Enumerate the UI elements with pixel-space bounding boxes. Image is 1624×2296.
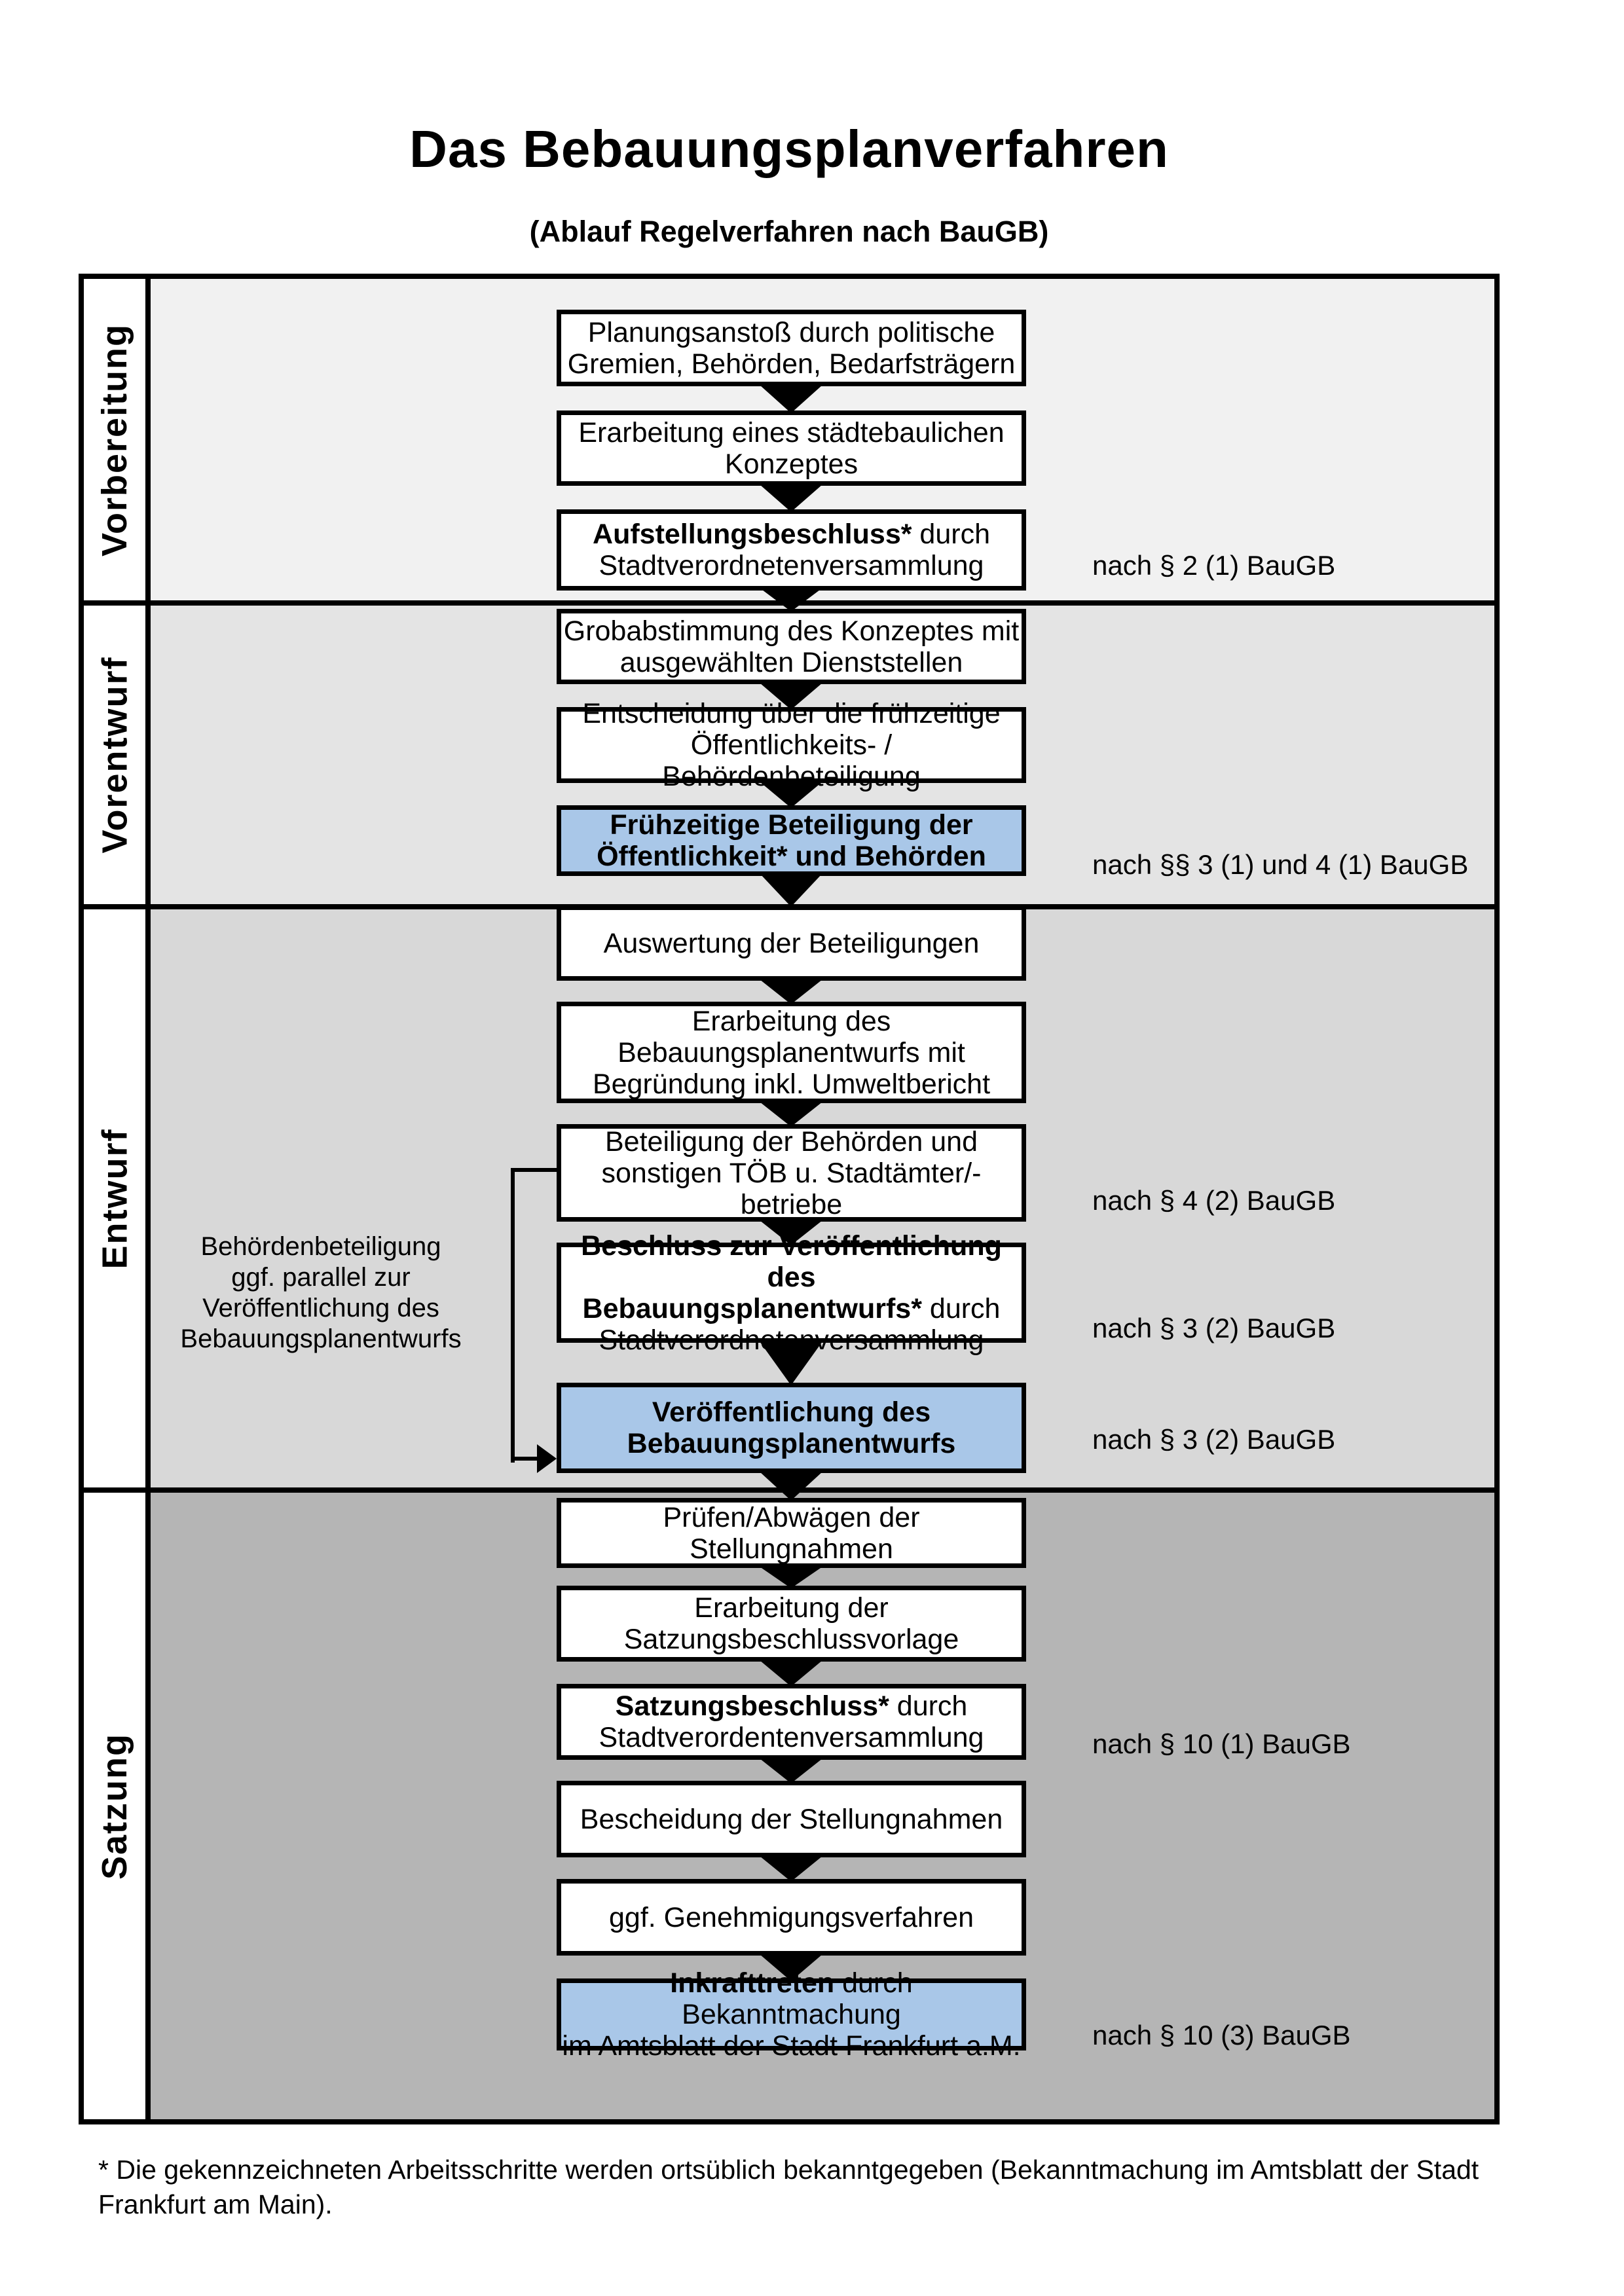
legal-ref-veroeffentlichung: nach § 3 (2) BauGB <box>1092 1424 1336 1455</box>
arrow-down-icon <box>760 1567 822 1588</box>
flow-step-veroeffentlichung: Veröffentlichung des Bebauungsplanentwur… <box>557 1383 1026 1473</box>
flow-step-text: Bebauungsplanentwurfs mit <box>618 1036 965 1068</box>
arrow-down-icon <box>760 1102 822 1127</box>
legal-ref-veroeffentlichungsbeschluss: nach § 3 (2) BauGB <box>1092 1313 1336 1343</box>
flow-step-text: Beschluss zur Veröffentlichung des <box>581 1230 1002 1293</box>
flow-step-text: ausgewählten Dienststellen <box>619 646 963 678</box>
flow-step-behoerdenbeteiligung: Beteiligung der Behörden und sonstigen T… <box>557 1124 1026 1222</box>
section-label-cell-vorbereitung: Vorbereitung <box>84 279 151 600</box>
flow-overlay: Planungsanstoß durch politische Gremien,… <box>84 279 1494 2119</box>
arrow-down-icon <box>760 979 822 1004</box>
flow-step-text: Erarbeitung des <box>692 1005 891 1037</box>
arrow-down-icon <box>760 873 822 907</box>
legal-ref-inkrafttreten: nach § 10 (3) BauGB <box>1092 2020 1351 2050</box>
flow-step-text: Satzungsbeschlussvorlage <box>623 1624 959 1655</box>
parallel-connector-vertical-line <box>511 1168 515 1463</box>
flow-step-text: Öffentlichkeit* und Behörden <box>597 841 986 872</box>
parallel-procedure-note: Behördenbeteiligung ggf. parallel zur Ve… <box>180 1231 462 1355</box>
flow-step-text: Veröffentlichung des <box>652 1396 931 1428</box>
parallel-connector-bottom-line <box>511 1457 540 1461</box>
flow-step-text: Aufstellungsbeschluss* durch <box>593 519 990 550</box>
arrow-down-icon <box>760 1472 822 1501</box>
note-line: Bebauungsplanentwurfs <box>180 1324 462 1353</box>
flow-step-text: Erarbeitung eines städtebaulichen <box>578 416 1005 448</box>
section-label-cell-satzung: Satzung <box>84 1493 151 2119</box>
flow-step-text: im Amtsblatt der Stadt Frankfurt a.M. <box>562 2030 1021 2062</box>
legal-ref-fruehzeitige-beteiligung: nach §§ 3 (1) und 4 (1) BauGB <box>1092 849 1469 880</box>
flow-step-auswertung: Auswertung der Beteiligungen <box>557 905 1026 981</box>
flow-step-pruefen-abwaegen: Prüfen/Abwägen der Stellungnahmen <box>557 1498 1026 1568</box>
process-diagram: Vorbereitung Vorentwurf Entwurf Satzung <box>79 274 1500 2124</box>
flow-step-genehmigungsverfahren: ggf. Genehmigungsverfahren <box>557 1879 1026 1956</box>
arrow-down-icon <box>760 588 822 611</box>
note-line: Veröffentlichung des <box>202 1294 439 1322</box>
flow-step-text: Auswertung der Beteiligungen <box>603 927 980 959</box>
arrow-down-icon <box>760 1954 822 1981</box>
flow-step-fruehzeitige-beteiligung: Frühzeitige Beteiligung der Öffentlichke… <box>557 805 1026 876</box>
section-label-cell-vorentwurf: Vorentwurf <box>84 606 151 904</box>
flow-step-inkrafttreten: Inkrafttreten durch Bekanntmachung im Am… <box>557 1967 1026 2062</box>
flow-step-text: Erarbeitung der <box>694 1592 889 1624</box>
arrow-down-icon <box>760 1660 822 1686</box>
arrow-down-icon <box>760 782 822 808</box>
page-title: Das Bebauungsplanverfahren <box>409 120 1169 178</box>
flow-step-veroeffentlichungsbeschluss: Beschluss zur Veröffentlichung des Bebau… <box>557 1230 1026 1356</box>
flow-step-grobabstimmung: Grobabstimmung des Konzeptes mit ausgewä… <box>557 609 1026 684</box>
flow-step-text: Gremien, Behörden, Bedarfsträgern <box>567 348 1016 380</box>
flow-step-text: Bescheidung der Stellungnahmen <box>580 1803 1003 1835</box>
flow-step-satzungsvorlage: Erarbeitung der Satzungsbeschlussvorlage <box>557 1586 1026 1662</box>
flow-step-text: Begründung inkl. Umweltbericht <box>592 1068 991 1100</box>
flow-step-text: Bebauungsplanentwurfs <box>627 1428 956 1459</box>
arrow-down-icon <box>760 385 822 413</box>
flow-step-text: ggf. Genehmigungsverfahren <box>609 1901 974 1933</box>
flow-step-entwurf-erarbeitung: Erarbeitung des Bebauungsplanentwurfs mi… <box>557 1002 1026 1103</box>
note-line: Behördenbeteiligung <box>200 1232 441 1261</box>
section-label-cell-entwurf: Entwurf <box>84 909 151 1487</box>
legal-ref-behoerdenbeteiligung: nach § 4 (2) BauGB <box>1092 1185 1336 1216</box>
flow-step-planungsanstoss: Planungsanstoß durch politische Gremien,… <box>557 310 1026 386</box>
arrow-down-icon <box>760 1856 822 1882</box>
note-line: ggf. parallel zur <box>231 1263 411 1292</box>
flow-step-text: Stadtverordentenversammlung <box>599 1722 984 1753</box>
flow-step-text: sonstigen TÖB u. Stadtämter/-betriebe <box>601 1157 982 1220</box>
arrow-down-icon <box>760 1220 822 1245</box>
arrow-down-icon <box>760 1341 822 1385</box>
flow-step-text: Prüfen/Abwägen der Stellungnahmen <box>663 1501 920 1565</box>
arrow-right-icon <box>537 1444 557 1473</box>
legal-ref-satzungsbeschluss: nach § 10 (1) BauGB <box>1092 1728 1351 1759</box>
flow-step-text: Bebauungsplanentwurfs* durch <box>582 1292 1001 1324</box>
flow-step-entscheidung-beteiligung: Entscheidung über die frühzeitige Öffent… <box>557 698 1026 792</box>
flow-step-text: Grobabstimmung des Konzeptes mit <box>563 615 1020 647</box>
arrow-down-icon <box>760 683 822 710</box>
flow-step-text: Konzeptes <box>724 448 858 480</box>
parallel-connector-top-line <box>511 1168 557 1172</box>
flow-step-satzungsbeschluss: Satzungsbeschluss* durch Stadtverordente… <box>557 1684 1026 1760</box>
flow-step-text: Stadtverordnetenversammlung <box>599 550 984 581</box>
flow-step-text: Satzungsbeschluss* durch <box>615 1690 968 1722</box>
legal-ref-aufstellungsbeschluss: nach § 2 (1) BauGB <box>1092 550 1336 581</box>
flow-step-aufstellungsbeschluss: Aufstellungsbeschluss* durch Stadtverord… <box>557 509 1026 591</box>
arrow-down-icon <box>760 484 822 512</box>
page-subtitle: (Ablauf Regelverfahren nach BauGB) <box>529 215 1049 248</box>
arrow-down-icon <box>760 1758 822 1783</box>
flow-step-konzept-erarbeitung: Erarbeitung eines städtebaulichen Konzep… <box>557 410 1026 486</box>
flow-step-text: Frühzeitige Beteiligung der <box>610 809 973 841</box>
flow-step-bescheidung: Bescheidung der Stellungnahmen <box>557 1781 1026 1857</box>
flow-step-text: Beteiligung der Behörden und <box>605 1125 978 1157</box>
flow-step-text: Planungsanstoß durch politische <box>587 316 995 348</box>
flow-step-text: Inkrafttreten durch Bekanntmachung <box>670 1967 913 2030</box>
flow-step-text: Entscheidung über die frühzeitige <box>582 698 1001 729</box>
flow-step-text: Öffentlichkeits- / Behördenbeteiligung <box>662 729 921 792</box>
footnote: * Die gekennzeichneten Arbeitsschritte w… <box>98 2155 1479 2219</box>
flow-step-text: Stadtverordnetenversammlung <box>599 1324 984 1356</box>
